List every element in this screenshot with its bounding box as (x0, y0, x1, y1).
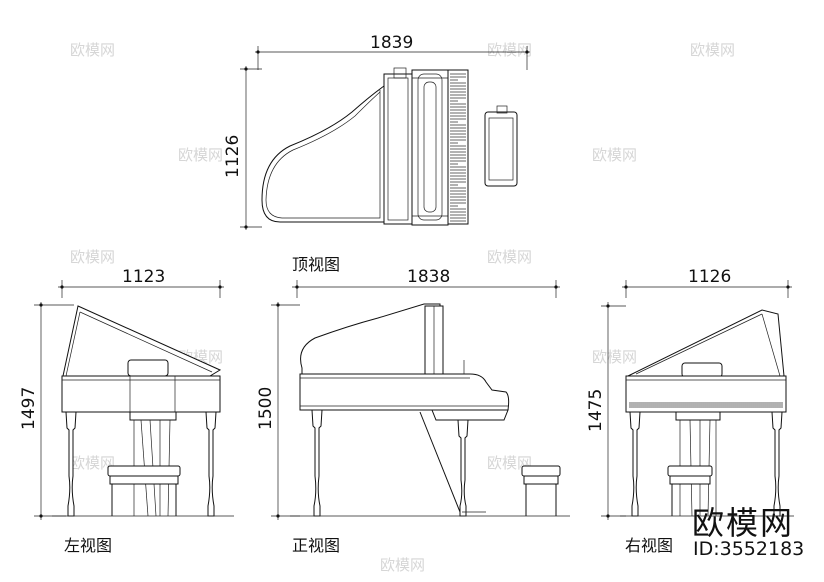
watermark-text: 欧模网 (487, 248, 532, 266)
watermark-text: 欧模网 (592, 348, 637, 366)
watermark-text: 欧模网 (178, 146, 223, 164)
top-view: 1839 1126 顶视图 (223, 33, 530, 274)
front-pedal-rod (419, 411, 461, 513)
top-piano-case (383, 73, 413, 225)
right-view-width-value: 1126 (688, 267, 731, 287)
model-id: ID:3552183 (693, 538, 805, 560)
right-view-height-dimension: 1475 (586, 302, 626, 520)
top-piano-keys (450, 73, 466, 222)
front-view: 1838 1500 (256, 267, 570, 555)
left-view-width-dimension: 1123 (58, 267, 224, 298)
right-view-label: 右视图 (625, 536, 673, 555)
top-piano-keyboard (447, 69, 469, 225)
front-piano-bench (521, 465, 561, 516)
right-piano-bench (667, 465, 713, 516)
front-view-label: 正视图 (292, 536, 340, 555)
front-view-width-value: 1838 (407, 267, 450, 287)
left-piano-bench (107, 465, 181, 516)
watermark-text: 欧模网 (380, 556, 425, 574)
front-view-height-dimension: 1500 (256, 302, 300, 520)
top-view-height-value: 1126 (223, 135, 243, 178)
top-view-label: 顶视图 (292, 255, 340, 274)
top-view-height-dimension: 1126 (223, 66, 262, 230)
top-piano-lid (411, 69, 449, 226)
watermark-text: 欧模网 (487, 41, 532, 59)
left-view: 1123 1497 (19, 267, 234, 555)
front-piano-legs (311, 409, 469, 517)
top-piano-body (261, 85, 385, 223)
front-view-width-dimension: 1838 (292, 267, 560, 298)
left-music-rest (127, 359, 169, 377)
top-view-width-value: 1839 (370, 33, 413, 53)
left-view-height-dimension: 1497 (19, 302, 74, 520)
brand-logo: 欧模网 (692, 504, 795, 542)
front-piano-body (299, 373, 510, 411)
watermark-text: 欧模网 (70, 41, 115, 59)
left-view-label: 左视图 (64, 536, 112, 555)
watermark-text: 欧模网 (690, 41, 735, 59)
front-view-height-value: 1500 (256, 387, 276, 430)
left-view-height-value: 1497 (19, 387, 39, 430)
right-view: 1126 1475 (586, 267, 794, 555)
top-view-width-dimension: 1839 (255, 33, 530, 70)
watermark-text: 欧模网 (70, 454, 115, 472)
watermark-text: 欧模网 (487, 454, 532, 472)
left-pedal-lyre (129, 411, 177, 517)
watermark-text: 欧模网 (592, 146, 637, 164)
left-view-width-value: 1123 (122, 267, 165, 287)
right-music-rest (681, 362, 723, 378)
left-piano-body (61, 375, 221, 413)
watermark-text: 欧模网 (70, 248, 115, 266)
right-view-width-dimension: 1126 (622, 267, 792, 298)
right-view-height-value: 1475 (586, 389, 606, 432)
top-piano-bench (484, 105, 518, 187)
front-piano-lid (300, 303, 441, 375)
right-piano-keyboard (629, 402, 783, 408)
